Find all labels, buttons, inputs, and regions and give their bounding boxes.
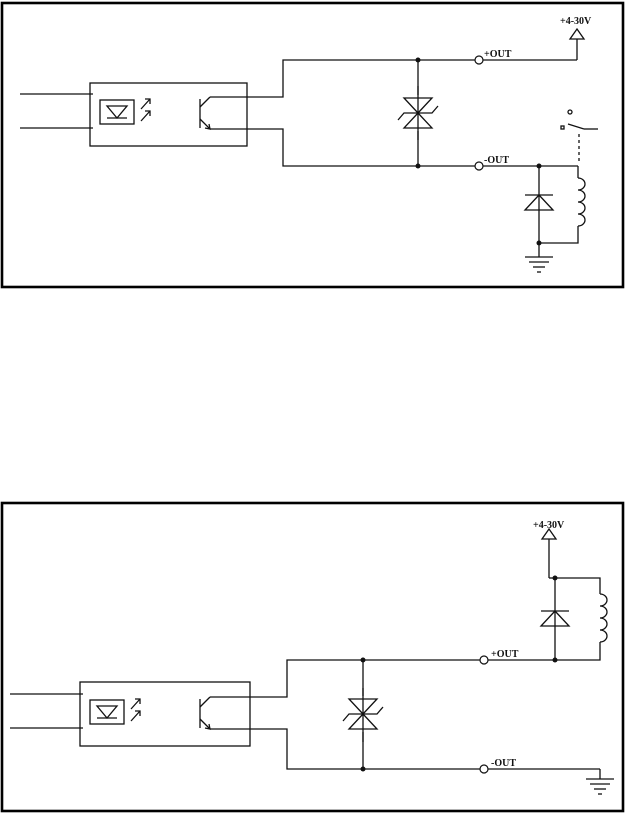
top-frame	[2, 3, 623, 287]
input-wires	[10, 694, 83, 728]
tvs-diode-icon	[343, 688, 383, 742]
bottom-schematic: +OUT -OUT +4-30V	[0, 500, 627, 816]
pos-out-terminal	[475, 56, 483, 64]
pos-out-label: +OUT	[491, 649, 519, 660]
circuit-diagram-high-side-relay: +OUT -OUT +4-30V	[0, 500, 627, 816]
light-arrows-icon	[131, 699, 140, 721]
neg-out-terminal	[475, 162, 483, 170]
output-wires	[247, 58, 475, 169]
ground	[488, 769, 614, 794]
led-icon	[100, 100, 134, 124]
optocoupler	[80, 682, 250, 746]
supply-label: +4-30V	[560, 16, 592, 27]
pos-out-terminal	[480, 656, 488, 664]
neg-out-label: -OUT	[484, 155, 509, 166]
light-arrows-icon	[141, 99, 150, 121]
optocoupler	[90, 83, 247, 146]
top-schematic: +OUT -OUT +4-30V	[0, 0, 627, 290]
relay-coil-icon	[600, 594, 607, 642]
supply-arrow-icon	[570, 29, 584, 39]
led-icon	[90, 700, 124, 724]
ground-icon	[525, 257, 553, 272]
tvs-diode-icon	[398, 86, 438, 140]
circuit-diagram-relay-with-contact: +OUT -OUT +4-30V	[0, 0, 627, 290]
optocoupler-body	[80, 682, 250, 746]
pos-out-label: +OUT	[484, 49, 512, 60]
relay-coil-icon	[578, 178, 585, 226]
relay-contact-icon	[561, 110, 598, 162]
bottom-frame	[2, 503, 623, 811]
neg-out-terminal	[480, 765, 488, 773]
relay-load	[483, 110, 598, 272]
supply: +4-30V	[533, 520, 565, 578]
phototransistor-icon	[200, 697, 250, 729]
neg-out-label: -OUT	[491, 758, 516, 769]
input-wires	[20, 94, 93, 128]
ground-icon	[586, 779, 614, 794]
phototransistor-icon	[200, 97, 247, 129]
